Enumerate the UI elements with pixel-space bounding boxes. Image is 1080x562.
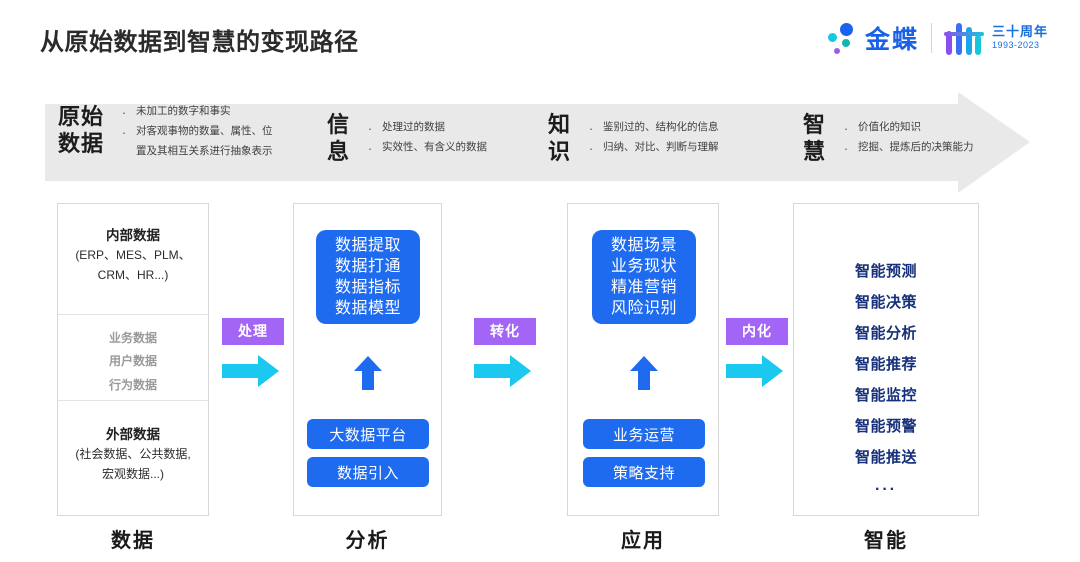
banner-stage-information: 信 息 · 处理过的数据 · 实效性、有含义的数据 [327, 112, 487, 166]
list-item: 智能推荐 [854, 356, 917, 374]
logo-divider [930, 23, 932, 53]
footer-label-analysis: 分析 [345, 530, 390, 552]
bullet-dot-icon: · [121, 105, 127, 120]
bullet-dot-icon: · [843, 140, 849, 156]
connector-internalize: 内化 [726, 318, 788, 388]
stage-bullets: · 处理过的数据 · 实效性、有含义的数据 [358, 119, 487, 159]
bullet-item: · 处理过的数据 [358, 119, 487, 139]
segment-data-types: 业务数据 用户数据 行为数据 [58, 314, 208, 400]
stage-word: 原始 数据 [58, 104, 105, 157]
banner-stage-knowledge: 知 识 · 鉴别过的、结构化的信息 · 归纳、对比、判断与理解 [548, 112, 719, 166]
bullet-item: · 价值化的知识 [834, 119, 974, 139]
bullet-dot-icon: · [588, 120, 594, 136]
banner-stage-wisdom: 智 慧 · 价值化的知识 · 挖掘、提炼后的决策能力 [803, 112, 974, 166]
pill-big-data-platform[interactable]: 大数据平台 [307, 419, 429, 449]
column-card-data: 内部数据 (ERP、MES、PLM、 CRM、HR...) 业务数据 用户数据 … [57, 203, 209, 516]
connector-transform: 转化 [474, 318, 536, 388]
bullet-item: · 未加工的数字和事实 [112, 103, 273, 123]
application-scenario-box[interactable]: 数据场景 业务现状 精准营销 风险识别 [592, 230, 696, 324]
pill-data-ingestion[interactable]: 数据引入 [307, 457, 429, 487]
connector-label: 转化 [474, 318, 536, 345]
bullet-item: · 鉴别过的、结构化的信息 [579, 119, 719, 139]
bullet-dot-icon: · [588, 140, 594, 156]
list-item: 智能预测 [854, 263, 917, 280]
connector-label: 内化 [726, 318, 788, 345]
bullet-dot-icon: · [367, 140, 373, 156]
up-arrow-icon [629, 356, 659, 390]
list-ellipsis: ··· [875, 481, 897, 499]
kingdee-logo: 金蝶 三十周年 1993-2023 [827, 18, 1048, 58]
dikw-banner-arrow [45, 92, 1030, 193]
list-item: 智能监控 [854, 387, 917, 405]
anniversary-text: 三十周年 1993-2023 [991, 24, 1048, 51]
column-card-intelligence: 智能预测 智能决策 智能分析 智能推荐 智能监控 智能预警 智能推送 ··· [793, 203, 979, 516]
bullet-item: · 归纳、对比、判断与理解 [579, 139, 719, 159]
page-title: 从原始数据到智慧的变现路径 [40, 29, 359, 56]
pill-strategy-support[interactable]: 策略支持 [583, 457, 705, 487]
connector-label: 处理 [222, 318, 284, 345]
bullet-item: · 挖掘、提炼后的决策能力 [834, 139, 974, 159]
segment-external-data: 外部数据 (社会数据、公共数据, 宏观数据...) [58, 400, 208, 484]
bullet-dot-icon: · [367, 120, 373, 136]
up-arrow-icon [353, 356, 383, 390]
footer-label-intelligence: 智能 [864, 530, 908, 552]
bullet-dot-icon: · [121, 125, 127, 141]
analysis-capability-box[interactable]: 数据提取 数据打通 数据指标 数据模型 [316, 230, 420, 324]
stage-bullets: · 价值化的知识 · 挖掘、提炼后的决策能力 [834, 119, 974, 159]
footer-label-data: 数据 [111, 530, 155, 552]
bullet-item: · 对客观事物的数量、属性、位 [112, 123, 273, 143]
anniversary-mark-icon [943, 21, 984, 55]
intelligence-item-list: 智能预测 智能决策 智能分析 智能推荐 智能监控 智能预警 智能推送 ··· [794, 256, 978, 506]
pill-business-operation[interactable]: 业务运营 [583, 419, 705, 449]
footer-label-application: 应用 [621, 530, 665, 552]
column-card-analysis: 数据提取 数据打通 数据指标 数据模型 大数据平台 数据引入 [293, 203, 442, 516]
bullet-dot-icon: · [843, 120, 849, 136]
segment-internal-data: 内部数据 (ERP、MES、PLM、 CRM、HR...) [75, 228, 191, 282]
list-item: 智能推送 [854, 449, 917, 467]
connector-process: 处理 [222, 318, 284, 388]
banner-stage-raw-data: 原始 数据 · 未加工的数字和事实 · 对客观事物的数量、属性、位 置及其相互关… [58, 103, 273, 160]
stage-word: 智 慧 [803, 112, 827, 164]
right-arrow-icon [474, 354, 536, 388]
stage-word: 信 息 [327, 112, 351, 164]
right-arrow-icon [222, 354, 284, 388]
bullet-item: 置及其相互关系进行抽象表示 [136, 145, 273, 158]
list-item: 智能预警 [854, 418, 917, 436]
list-item: 智能决策 [854, 294, 917, 312]
stage-bullets: · 鉴别过的、结构化的信息 · 归纳、对比、判断与理解 [579, 119, 719, 159]
logo-brand-name: 金蝶 [864, 26, 919, 54]
bullet-item: · 实效性、有含义的数据 [358, 139, 487, 159]
right-arrow-icon [726, 354, 788, 388]
stage-word: 知 识 [548, 112, 572, 164]
column-card-application: 数据场景 业务现状 精准营销 风险识别 业务运营 策略支持 [567, 203, 719, 516]
anniversary-years: 1993-2023 [991, 40, 1040, 51]
logo-dots-icon [827, 22, 861, 54]
stage-bullets: · 未加工的数字和事实 · 对客观事物的数量、属性、位 置及其相互关系进行抽象表… [112, 103, 273, 160]
list-item: 智能分析 [854, 325, 917, 343]
anniversary-label: 三十周年 [991, 24, 1048, 40]
